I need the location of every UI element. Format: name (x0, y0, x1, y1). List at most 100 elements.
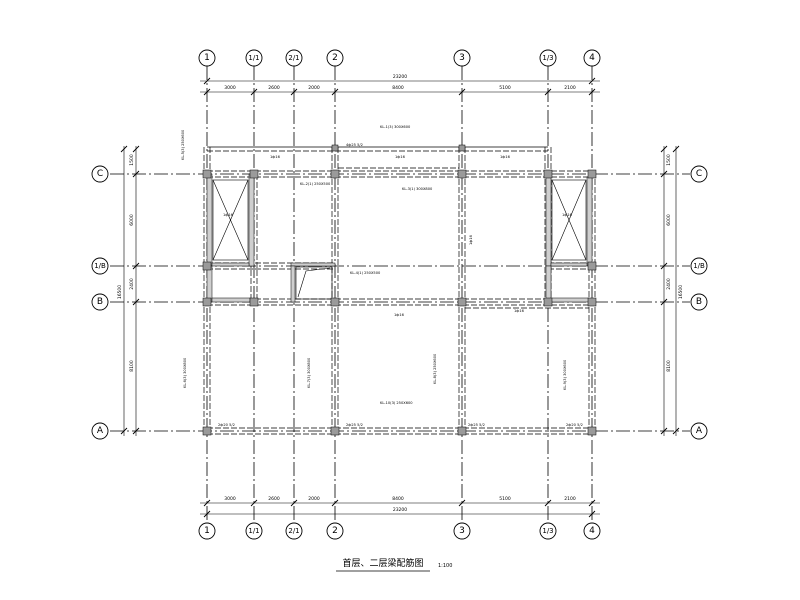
bubble-top-1-3-label: 1/3 (542, 54, 553, 62)
bottom-span-1: 3000 (224, 496, 236, 502)
column-1b-4 (587, 261, 597, 271)
wall-right-shaft-left (545, 176, 552, 267)
bubble-bottom-4 (583, 522, 601, 540)
beam-annotations: KL-1(3) 300X600 KL-2(1) 250X500 KL-3(1) … (181, 125, 567, 405)
bottom-ticks (203, 499, 596, 518)
bubble-bottom-2-label: 2 (332, 526, 338, 536)
right-span-4: 8100 (666, 360, 672, 372)
drawing-title: 首层、二层梁配筋图 (342, 557, 423, 569)
support-note-5: 1ф16 (394, 313, 405, 317)
grid-bubbles-top: 1 1/1 2/1 2 3 1/3 4 (198, 49, 601, 67)
bottom-span-3: 2000 (308, 496, 320, 502)
columns (202, 144, 597, 436)
left-span-1: 1500 (129, 154, 135, 166)
bubble-left-c (91, 165, 109, 183)
bubble-bottom-1 (198, 522, 216, 540)
bubble-bottom-1-label: 1 (204, 526, 210, 536)
bubble-left-a (91, 422, 109, 440)
column-a-3 (457, 426, 467, 436)
column-c-1-1 (249, 169, 259, 179)
top-dimension-chain: 3000 2600 2000 8400 5100 2100 23200 (200, 74, 600, 96)
stair-flight-line (297, 267, 331, 298)
wall-right-shaft-right (586, 176, 593, 267)
bottom-span-4: 8400 (392, 496, 404, 502)
wall-1b-strip (211, 262, 250, 267)
bubble-bottom-3 (453, 522, 471, 540)
shaft-note-left: 1ф16 (223, 213, 234, 217)
column-c-1-3 (543, 169, 553, 179)
beams (203, 146, 596, 435)
bubble-bottom-2-1 (285, 522, 303, 540)
left-span-4: 8100 (129, 360, 135, 372)
bubble-bottom-1-3 (539, 522, 557, 540)
wall-left-mid (206, 265, 213, 303)
bubble-bottom-4-label: 4 (589, 526, 595, 536)
vertical-axes (206, 66, 593, 522)
column-a-4 (587, 426, 597, 436)
column-b-1-1 (249, 297, 259, 307)
drawing-scale: 1:100 (438, 563, 452, 569)
bubble-bottom-2-1-label: 2/1 (288, 527, 299, 535)
wall-right-1b (550, 262, 588, 267)
horizontal-axes (110, 173, 690, 432)
left-span-2: 6000 (129, 214, 135, 226)
bubble-right-a (690, 422, 708, 440)
bubble-top-1-1 (245, 49, 263, 67)
bubble-bottom-2 (326, 522, 344, 540)
top-total: 23200 (393, 74, 407, 80)
column-top-2 (331, 144, 339, 152)
support-note-9: 2ф25 5/2 (346, 423, 363, 427)
wall-left-shaft-left (206, 173, 213, 267)
bubble-right-1-b (690, 257, 708, 275)
support-note-3: 4ф25 5/2 (346, 143, 363, 147)
right-total: 16500 (678, 285, 684, 299)
bubble-left-1-b (91, 257, 109, 275)
support-note-2: 1ф16 (395, 155, 406, 159)
column-a-1 (202, 426, 212, 436)
bubble-top-1 (198, 49, 216, 67)
bubble-right-1-b-label: 1/B (693, 262, 705, 270)
bubble-top-3-label: 3 (459, 53, 465, 63)
support-note-6: 1ф16 (514, 309, 525, 313)
bubble-top-2 (326, 49, 344, 67)
column-b-4 (587, 297, 597, 307)
left-ticks (120, 145, 140, 435)
right-ticks (660, 145, 680, 435)
bubble-left-c-label: C (97, 169, 103, 179)
bubble-top-2-1 (285, 49, 303, 67)
beam-note-2: KL-2(1) 250X500 (300, 182, 331, 186)
bubble-bottom-3-label: 3 (459, 526, 465, 536)
column-top-3 (458, 144, 466, 152)
bubble-left-b-label: B (97, 297, 103, 307)
support-note-4: 1ф16 (500, 155, 511, 159)
shaft-annotations: 1ф16 1ф16 (223, 213, 573, 217)
shaft-left (212, 179, 249, 261)
support-note-7: 1ф16 (469, 234, 473, 245)
column-c-2 (330, 169, 340, 179)
top-span-3: 2000 (308, 85, 320, 91)
column-a-2 (330, 426, 340, 436)
shaft-right (551, 179, 587, 261)
bubble-left-b (91, 293, 109, 311)
column-b-3 (457, 297, 467, 307)
column-1b-1 (202, 261, 212, 271)
support-note-11: 2ф20 5/2 (566, 423, 583, 427)
top-span-2: 2600 (268, 85, 280, 91)
column-b-1 (202, 297, 212, 307)
bottom-span-6: 2100 (564, 496, 576, 502)
beam-note-9: KL-9(3) 300X600 (563, 359, 567, 390)
drawing-title-block: 首层、二层梁配筋图 1:100 (336, 557, 452, 572)
wall-stair-top (290, 262, 336, 267)
bottom-total: 23200 (393, 507, 407, 513)
right-span-3: 2400 (666, 278, 672, 290)
top-span-1: 3000 (224, 85, 236, 91)
column-b-2 (330, 297, 340, 307)
support-note-10: 2ф25 5/2 (468, 423, 485, 427)
bubble-top-1-label: 1 (204, 53, 210, 63)
beam-note-10: KL-10(3) 250X600 (380, 401, 413, 405)
beam-note-8: KL-8(3) 250X600 (433, 353, 437, 384)
shaft-right-diag-2 (551, 179, 587, 261)
support-note-1: 1ф16 (270, 155, 281, 159)
top-span-5: 5100 (499, 85, 511, 91)
